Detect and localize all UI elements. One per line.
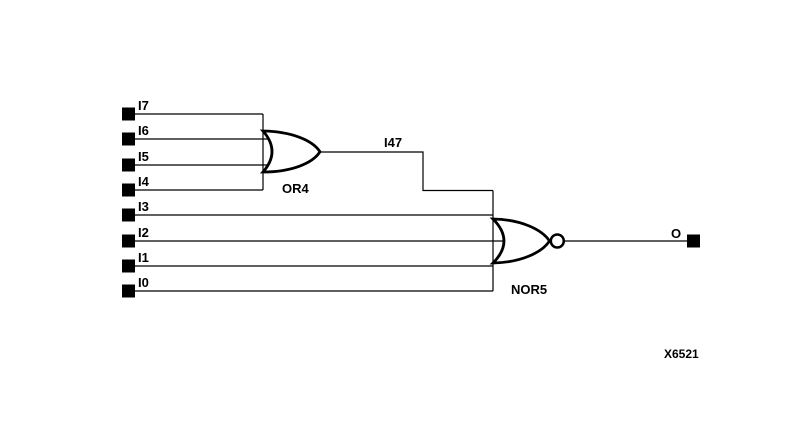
wires: [135, 113, 687, 292]
gate-or4: OR4: [259, 129, 322, 196]
pin-label-i0: I0: [138, 275, 149, 290]
pin-square-i0: [122, 284, 135, 298]
pin-label-i6: I6: [138, 123, 149, 138]
pin-square-i3: [122, 208, 135, 222]
pin-square-i6: [122, 132, 135, 146]
pin-label-i4: I4: [138, 174, 150, 189]
wire-net-i47: [320, 151, 493, 192]
pin-label-i5: I5: [138, 149, 149, 164]
nor5-gate-shape: [489, 217, 552, 265]
pin-label-i2: I2: [138, 225, 149, 240]
pin-square-i4: [122, 183, 135, 197]
input-pin-i4: I4: [122, 174, 150, 197]
input-pin-i3: I3: [122, 199, 149, 222]
input-pin-i7: I7: [122, 98, 149, 121]
pin-label-i3: I3: [138, 199, 149, 214]
nor5-inversion-bubble-icon: [549, 233, 566, 249]
output-pin-o: O: [671, 226, 700, 248]
net-label-i47: I47: [384, 135, 402, 150]
nor5-gate-label: NOR5: [511, 282, 547, 297]
gate-nor5: NOR5: [489, 217, 566, 297]
pin-square-i7: [122, 107, 135, 121]
input-pin-i6: I6: [122, 123, 149, 146]
pin-label-i1: I1: [138, 250, 149, 265]
input-pin-i1: I1: [122, 250, 149, 273]
pin-square-i2: [122, 234, 135, 248]
pin-square-i1: [122, 259, 135, 273]
input-pin-i5: I5: [122, 149, 149, 172]
input-pin-i0: I0: [122, 275, 149, 298]
input-pin-i2: I2: [122, 225, 149, 248]
figure-id-label: X6521: [664, 347, 699, 361]
pin-square-o: [687, 234, 700, 248]
pin-label-o: O: [671, 226, 681, 241]
or4-gate-label: OR4: [282, 181, 310, 196]
pin-square-i5: [122, 158, 135, 172]
or4-gate-shape: [259, 129, 322, 174]
pin-label-i7: I7: [138, 98, 149, 113]
